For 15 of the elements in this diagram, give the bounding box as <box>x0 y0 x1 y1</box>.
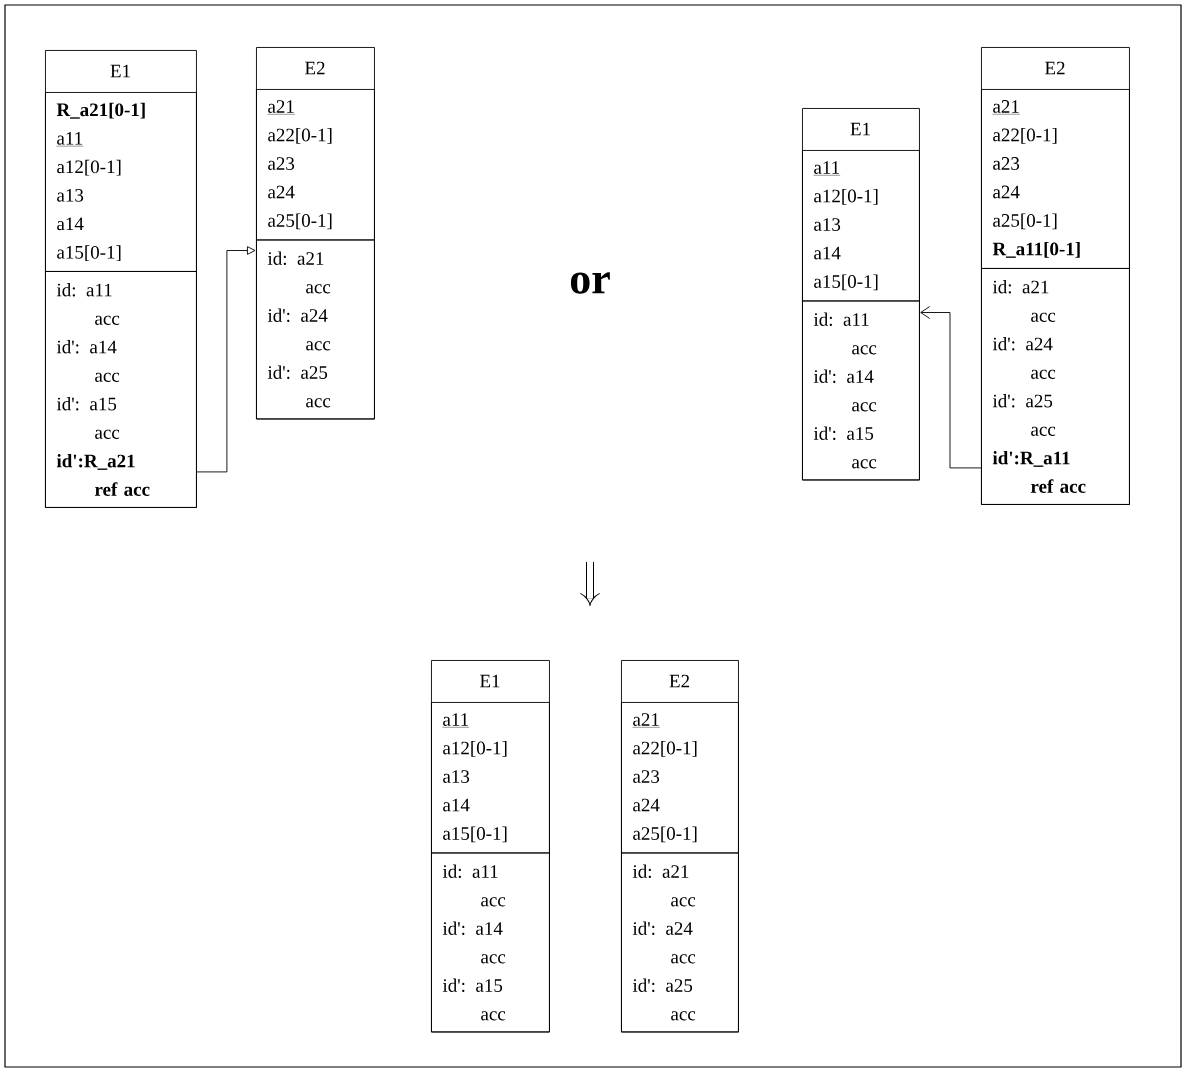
connector-arrow <box>920 306 982 469</box>
attribute-compartment: R_a21[0-1] a11 a12[0-1] a13 a14 a15[0-1] <box>45 92 197 272</box>
identifier-compartment: id: a11 acc id': a14 acc id': a15 acc <box>431 852 550 1033</box>
attribute-compartment: a11 a12[0-1] a13 a14 a15[0-1] <box>802 150 920 302</box>
or-label: or <box>570 272 610 294</box>
identifier-compartment: id: a21 acc id': a24 acc id': a25 acc <box>256 239 375 420</box>
identifier-compartment: id: a21 acc id': a24 acc id': a25 acc <box>621 852 739 1033</box>
attribute-compartment: a11 a12[0-1] a13 a14 a15[0-1] <box>431 702 550 854</box>
attribute-compartment: a21 a22[0-1] a23 a24 a25[0-1] <box>256 89 375 241</box>
identifier-compartment: id: a11 acc id': a14 acc id': a15 acc <box>802 300 920 481</box>
identifier-compartment: id: a11 acc id': a14 acc id': a15 acc id':R_a21 ref acc <box>45 271 197 508</box>
identifier-compartment: id: a21 acc id': a24 acc id': a25 acc id':R_a11 ref acc <box>981 268 1130 505</box>
attribute-compartment: a21 a22[0-1] a23 a24 a25[0-1] R_a11[0-1] <box>981 89 1130 269</box>
connector-arrow <box>196 246 256 473</box>
attribute-compartment: a21 a22[0-1] a23 a24 a25[0-1] <box>621 702 739 854</box>
